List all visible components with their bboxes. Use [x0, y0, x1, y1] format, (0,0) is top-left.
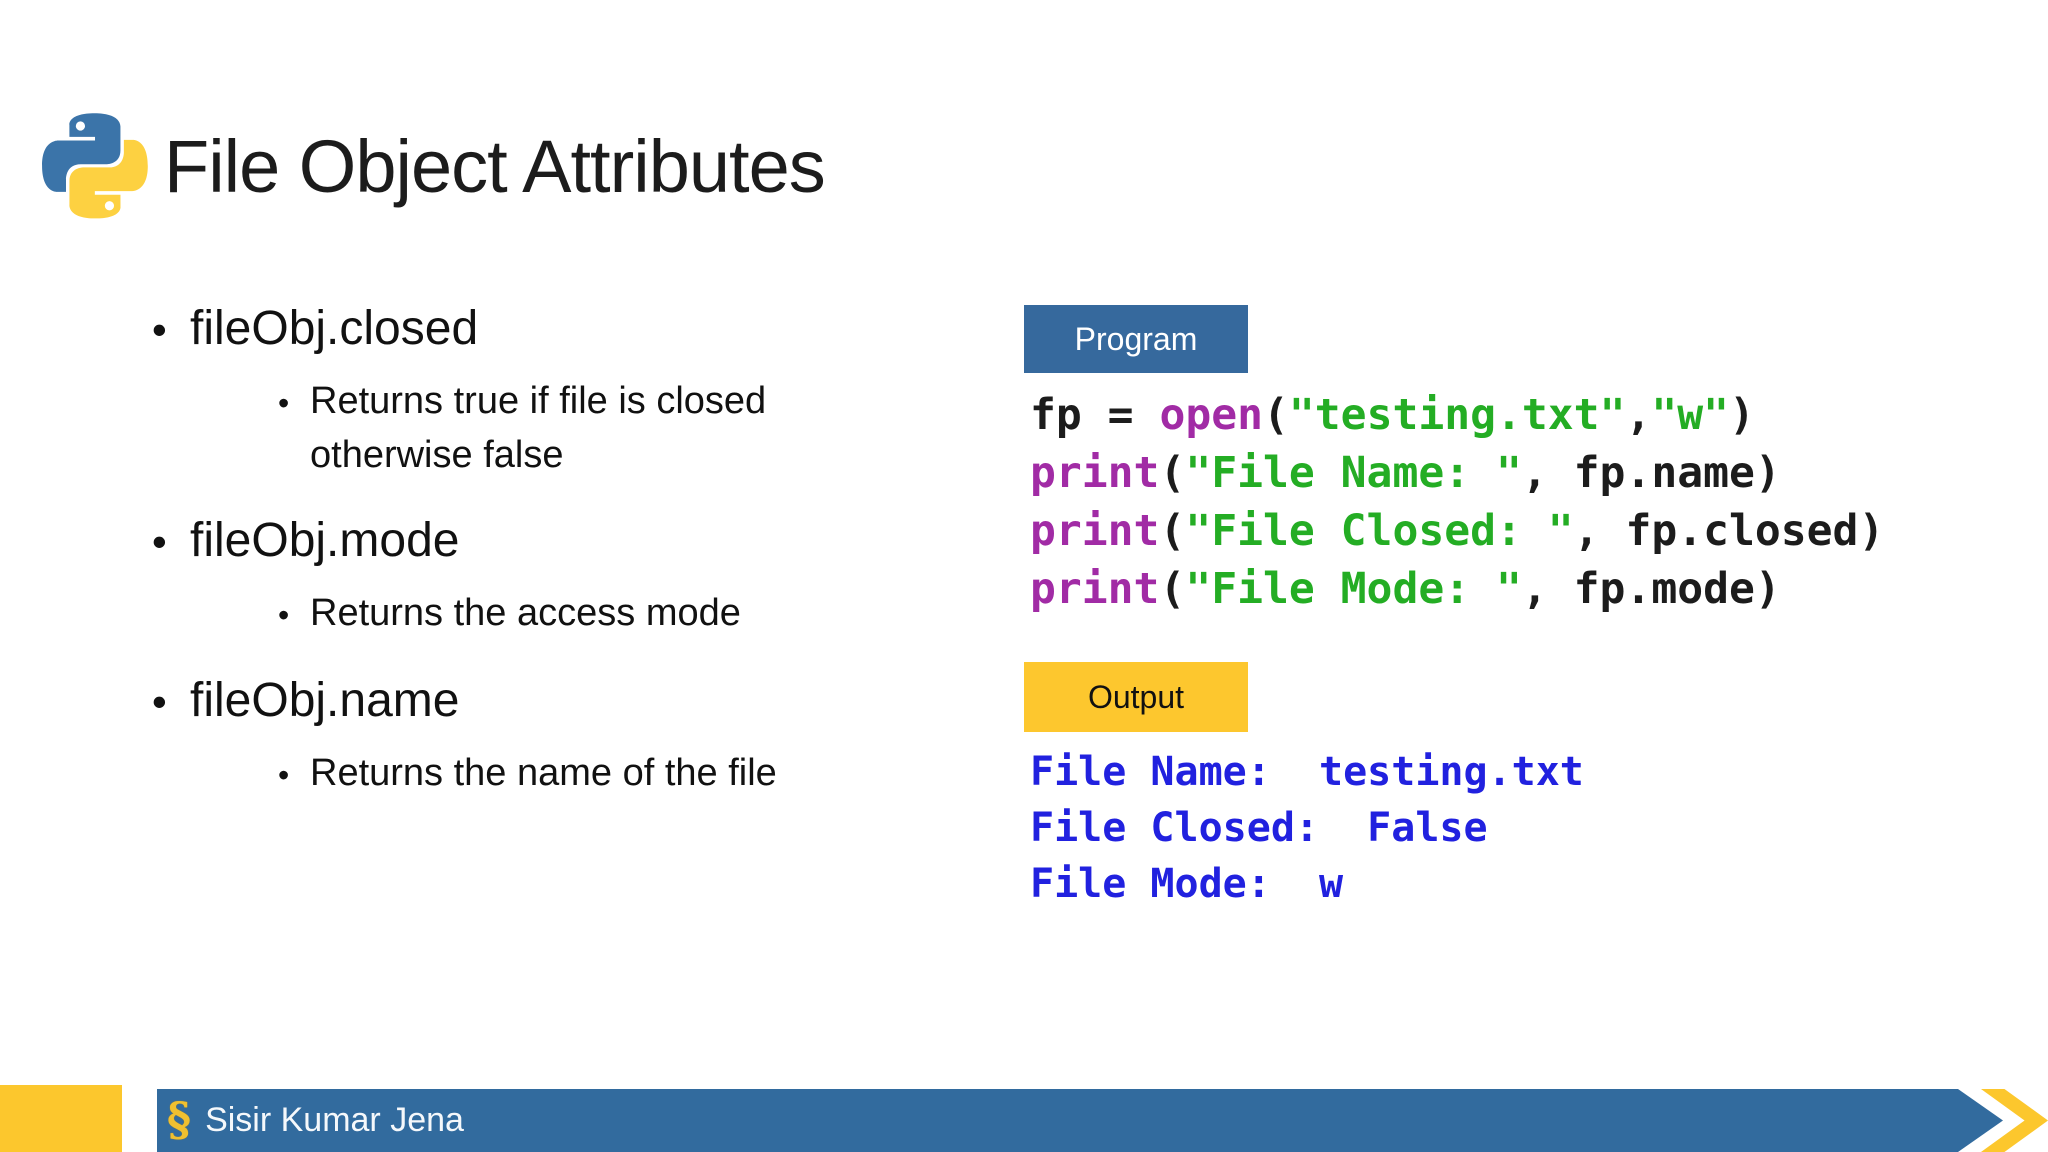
program-label: Program: [1024, 305, 1248, 373]
footer-author: Sisir Kumar Jena: [205, 1101, 464, 1139]
output-label: Output: [1024, 662, 1248, 732]
footer-accent-block: [0, 1085, 122, 1152]
sub-bullet-marker: •: [278, 757, 290, 793]
python-logo-icon: [42, 112, 148, 220]
sub-bullet-item: • Returns true if file is closed otherwis…: [278, 374, 910, 482]
bullet-label: fileObj.closed: [190, 302, 479, 355]
output-label-text: Output: [1087, 678, 1185, 715]
bullet-list: • fileObj.closed • Returns true if file is …: [150, 300, 910, 832]
bullet-marker: •: [152, 518, 167, 565]
sub-bullet-text: Returns the access mode: [310, 592, 741, 634]
bullet-label: fileObj.name: [190, 674, 460, 727]
bullet-item: • fileObj.mode • Returns the access mode: [150, 512, 910, 642]
output-line: File Mode: w: [1030, 861, 1344, 907]
sub-bullet-text: Returns the name of the file: [310, 752, 777, 794]
sub-bullet-item: • Returns the name of the file: [278, 746, 910, 802]
page-title: File Object Attributes: [164, 124, 826, 208]
bullet-item: • fileObj.closed • Returns true if file is …: [150, 300, 910, 482]
sub-bullet-text: Returns true if file is closed otherwise…: [310, 380, 767, 476]
bullet-label: fileObj.mode: [190, 514, 460, 567]
sub-bullet-item: • Returns the access mode: [278, 586, 910, 642]
bullet-marker: •: [152, 306, 167, 353]
dragon-logo-icon: §: [167, 1091, 192, 1146]
bullet-marker: •: [152, 678, 167, 725]
sub-bullet-marker: •: [278, 597, 290, 633]
program-code-block: fp = open("testing.txt","w") print("File …: [1030, 386, 1884, 618]
sub-bullet-marker: •: [278, 385, 290, 421]
output-line: File Closed: False: [1030, 805, 1488, 851]
code-line: print("File Closed: ", fp.closed): [1030, 506, 1885, 556]
code-line: print("File Name: ", fp.name): [1030, 448, 1781, 498]
output-line: File Name: testing.txt: [1030, 749, 1584, 795]
bullet-item: • fileObj.name • Returns the name of the fi…: [150, 672, 910, 802]
footer-bar: § Sisir Kumar Jena: [157, 1089, 2003, 1152]
slide-header: File Object Attributes: [42, 112, 826, 220]
code-line: print("File Mode: ", fp.mode): [1030, 564, 1781, 614]
code-line: fp = open("testing.txt","w"): [1030, 390, 1755, 440]
program-label-text: Program: [1074, 320, 1198, 357]
